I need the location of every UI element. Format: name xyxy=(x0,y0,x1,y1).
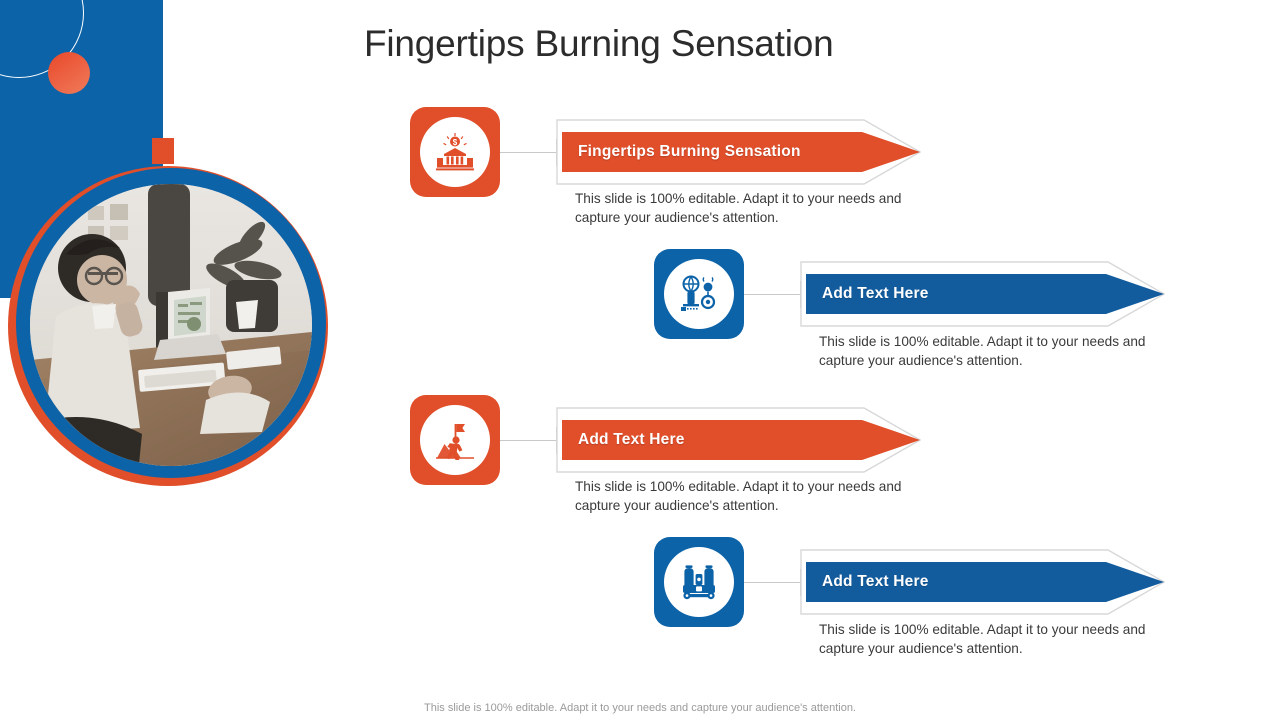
icon-disc-1: $ xyxy=(420,117,490,187)
icon-disc-4 xyxy=(664,547,734,617)
arrow-banner-label-1: Fingertips Burning Sensation xyxy=(578,143,801,160)
icon-disc-3 xyxy=(420,405,490,475)
arrow-ghost-outline-1 xyxy=(556,119,921,185)
left-decoration xyxy=(0,0,340,500)
icon-tile-2[interactable] xyxy=(654,249,744,339)
arrow-banner-2[interactable]: Add Text Here xyxy=(800,261,1165,327)
icon-tile-3[interactable] xyxy=(410,395,500,485)
connector-line-2 xyxy=(744,294,800,295)
photo-medallion xyxy=(8,166,328,486)
arrow-solid-1 xyxy=(562,132,920,172)
arrow-banner-label-3: Add Text Here xyxy=(578,431,685,448)
arrow-banner-label-4: Add Text Here xyxy=(822,573,929,590)
page-title: Fingertips Burning Sensation xyxy=(364,23,834,64)
orange-dot xyxy=(48,52,90,94)
bank-money-icon: $ xyxy=(436,133,474,171)
office-photo xyxy=(30,184,312,466)
connector-line-3 xyxy=(500,440,556,441)
row-description-2: This slide is 100% editable. Adapt it to… xyxy=(819,334,1146,368)
arrow-ghost-outline-3 xyxy=(556,407,921,473)
icon-tile-4[interactable] xyxy=(654,537,744,627)
icon-tile-1[interactable]: $ xyxy=(410,107,500,197)
row-description-3: This slide is 100% editable. Adapt it to… xyxy=(575,479,902,513)
arrow-banner-4[interactable]: Add Text Here xyxy=(800,549,1165,615)
orange-accent-strip xyxy=(152,138,174,164)
arrow-banner-label-2: Add Text Here xyxy=(822,285,929,302)
arrow-ghost-outline-2 xyxy=(800,261,1165,327)
connector-line-1 xyxy=(500,152,556,153)
arrow-solid-4 xyxy=(806,562,1164,602)
arrow-solid-3 xyxy=(562,420,920,460)
row-description-1: This slide is 100% editable. Adapt it to… xyxy=(575,191,902,225)
mountain-climber-flag-icon xyxy=(436,424,474,460)
icon-disc-2 xyxy=(664,259,734,329)
globe-tower-icon xyxy=(681,275,716,311)
arrow-banner-1[interactable]: Fingertips Burning Sensation xyxy=(556,119,921,185)
arrow-banner-3[interactable]: Add Text Here xyxy=(556,407,921,473)
arrow-solid-2 xyxy=(806,274,1164,314)
slide-footer-note: This slide is 100% editable. Adapt it to… xyxy=(424,702,856,714)
row-description-4: This slide is 100% editable. Adapt it to… xyxy=(819,622,1146,656)
svg-text:$: $ xyxy=(453,138,458,147)
arrow-ghost-outline-4 xyxy=(800,549,1165,615)
binoculars-icon xyxy=(683,565,715,600)
connector-line-4 xyxy=(744,582,800,583)
